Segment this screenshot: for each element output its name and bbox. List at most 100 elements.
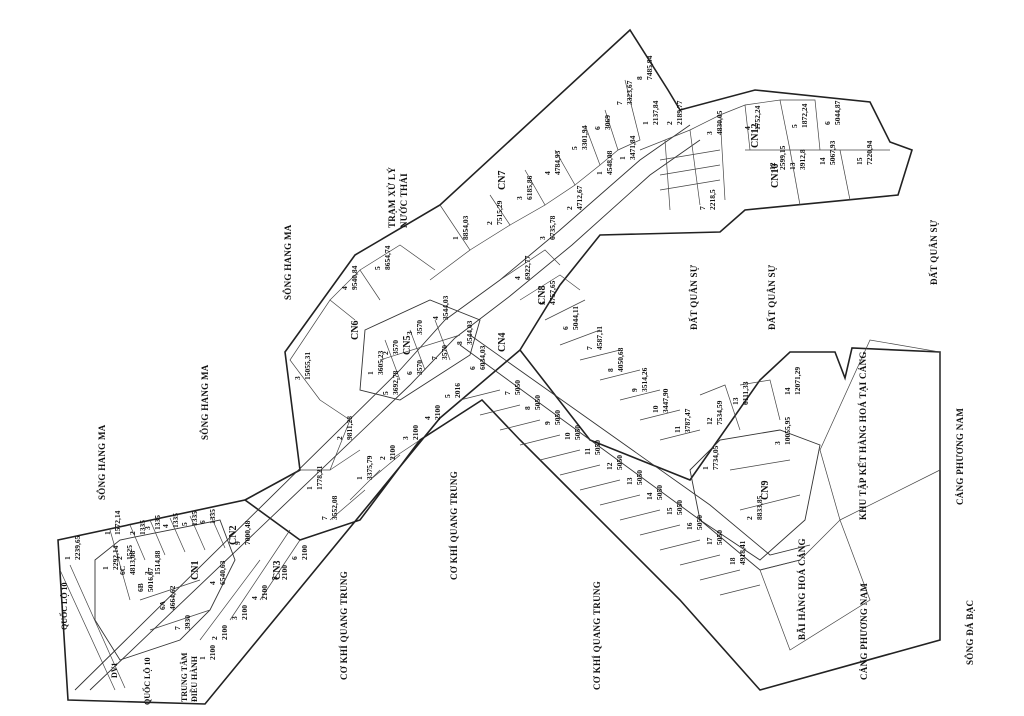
lot-number: 5 bbox=[270, 576, 279, 580]
lot-number: 2 bbox=[115, 556, 124, 560]
lot-number: 1 bbox=[618, 156, 627, 160]
lot-area: 1335 bbox=[190, 511, 199, 526]
lot-area: 2137,84 bbox=[651, 100, 660, 125]
lot-area: 1335 bbox=[153, 515, 162, 530]
lot-number: 3 bbox=[538, 236, 547, 240]
main-road-2 bbox=[89, 139, 701, 691]
lot-area: 5050 bbox=[533, 395, 542, 410]
lot-area: 4813,08 bbox=[128, 550, 137, 575]
label-co-khi-quang-trung-3: CƠ KHÍ QUANG TRUNG bbox=[592, 581, 602, 690]
lot-number: 5 bbox=[373, 266, 382, 270]
lot-area: 6185,86 bbox=[525, 175, 534, 200]
lot-area: 2100 bbox=[300, 545, 309, 560]
lot-area: 5050 bbox=[655, 485, 664, 500]
lot-number: 6 bbox=[593, 126, 602, 130]
lot-number: 1 bbox=[101, 566, 110, 570]
lot-area: 5050 bbox=[553, 410, 562, 425]
lot-area: 12071,29 bbox=[793, 367, 802, 395]
lot-number: 1 bbox=[701, 466, 710, 470]
label-dieu-hanh: ĐIỀU HÀNH bbox=[189, 655, 199, 702]
label-trung-tam: TRUNG TÂM bbox=[179, 652, 189, 702]
zone-cn8: CN8 bbox=[537, 286, 548, 305]
lot-number: 3 bbox=[773, 441, 782, 445]
khu-tap-ket-zone bbox=[819, 339, 941, 521]
label-dat-quan-su-1: ĐẤT QUÂN SỰ bbox=[689, 264, 699, 330]
lot-area: 8654,74 bbox=[383, 245, 392, 270]
lot-area: 7485,94 bbox=[645, 55, 654, 80]
lot-number: 7 bbox=[698, 206, 707, 210]
lot-number: 4 bbox=[340, 286, 349, 290]
lot-area: 6922,77 bbox=[523, 255, 532, 280]
lot-number: 9 bbox=[543, 421, 552, 425]
lot-area: 1778,21 bbox=[315, 465, 324, 490]
lot-area: 5050 bbox=[513, 380, 522, 395]
lot-number: 14 bbox=[783, 387, 792, 395]
lot-number: 7 bbox=[503, 391, 512, 395]
lot-area: 1572,14 bbox=[113, 510, 122, 535]
zone-cn2: CN2 bbox=[228, 526, 239, 545]
lot-area: 3570 bbox=[391, 340, 400, 355]
lot-number: 1 bbox=[103, 531, 112, 535]
lot-area: 5050 bbox=[635, 470, 644, 485]
zone-cn7: CN7 bbox=[497, 171, 508, 190]
lot-number: 13 bbox=[788, 162, 797, 170]
lot-area: 2239,65 bbox=[73, 535, 82, 560]
label-dv1: DV1 bbox=[110, 662, 119, 678]
lot-area: 3323,67 bbox=[625, 80, 634, 105]
lot-area: 2100 bbox=[240, 605, 249, 620]
label-song-hang-ma-1: SÔNG HANG MA bbox=[97, 424, 107, 500]
lot-area: 7734,05 bbox=[711, 445, 720, 470]
lot-number: 11 bbox=[583, 448, 592, 455]
label-bai-hang-hoa: BÃI HÀNG HOÁ CẢNG bbox=[797, 538, 807, 640]
lot-area: 3552,08 bbox=[330, 495, 339, 520]
lot-number: 10 bbox=[563, 432, 572, 440]
lot-number: 8 bbox=[635, 76, 644, 80]
lot-area: 3301,94 bbox=[580, 125, 589, 150]
lot-area: 4050,68 bbox=[616, 347, 625, 372]
lot-area: 4830,05 bbox=[715, 110, 724, 135]
lot-number: 12 bbox=[768, 162, 777, 170]
lot-number: 1 bbox=[355, 476, 364, 480]
lot-area: 7000,48 bbox=[243, 520, 252, 545]
lot-area: 2016 bbox=[453, 383, 462, 398]
cross-road-2 bbox=[469, 334, 811, 556]
lot-area: 3375,79 bbox=[365, 455, 374, 480]
lot-number: 4 bbox=[161, 524, 170, 528]
lot-area: 3447,90 bbox=[661, 388, 670, 413]
lot-number: 3 bbox=[230, 616, 239, 620]
lot-area: 2189,77 bbox=[675, 100, 684, 125]
lot-number: 5 bbox=[381, 391, 390, 395]
lot-area: 3930 bbox=[183, 615, 192, 630]
cn9-loop bbox=[689, 429, 821, 561]
lot-area: 6735,78 bbox=[548, 215, 557, 240]
lot-area: 6034,03 bbox=[478, 345, 487, 370]
lot-number: 3 bbox=[293, 376, 302, 380]
